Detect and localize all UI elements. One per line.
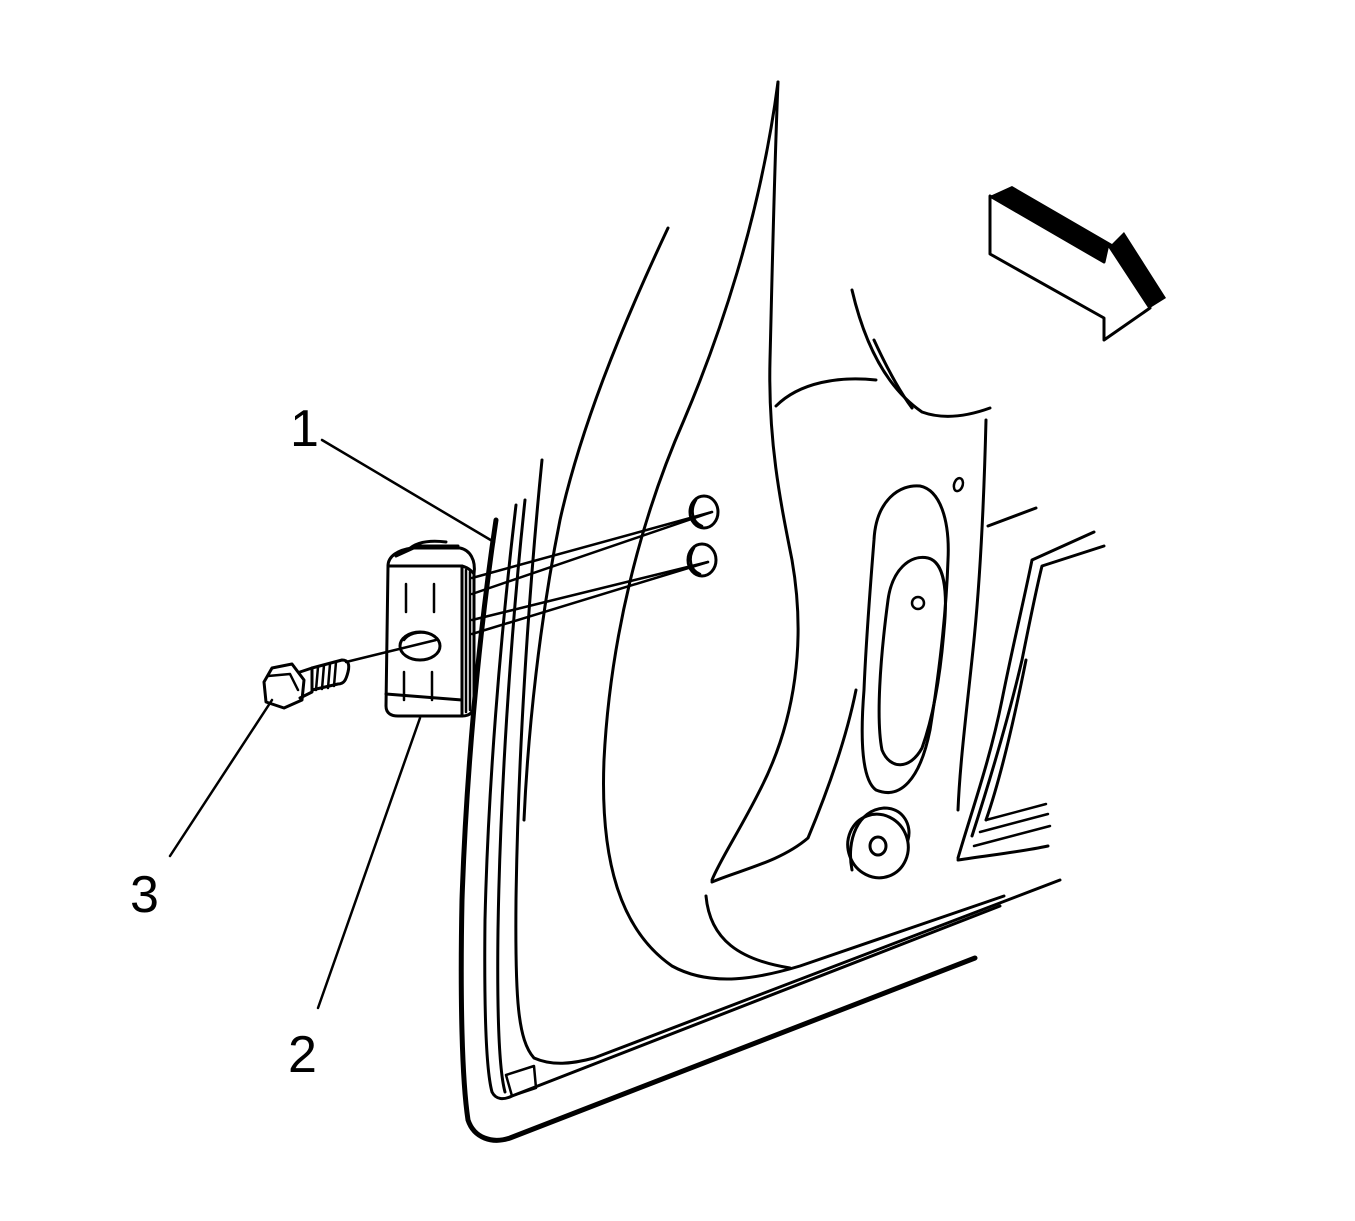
handle-recess [860,476,965,794]
pillar-panel [522,80,1006,981]
direction-arrow-icon [988,186,1166,342]
leader-lines [168,438,496,1010]
callout-2: 2 [288,1026,317,1084]
callout-1: 1 [290,400,319,458]
mounting-holes [686,494,720,578]
callout-3: 3 [130,866,159,924]
alignment-lines [344,510,714,664]
grommet [846,806,911,880]
bolt-icon [262,658,351,710]
inner-panel [704,288,1106,970]
bracket-icon [384,539,476,718]
